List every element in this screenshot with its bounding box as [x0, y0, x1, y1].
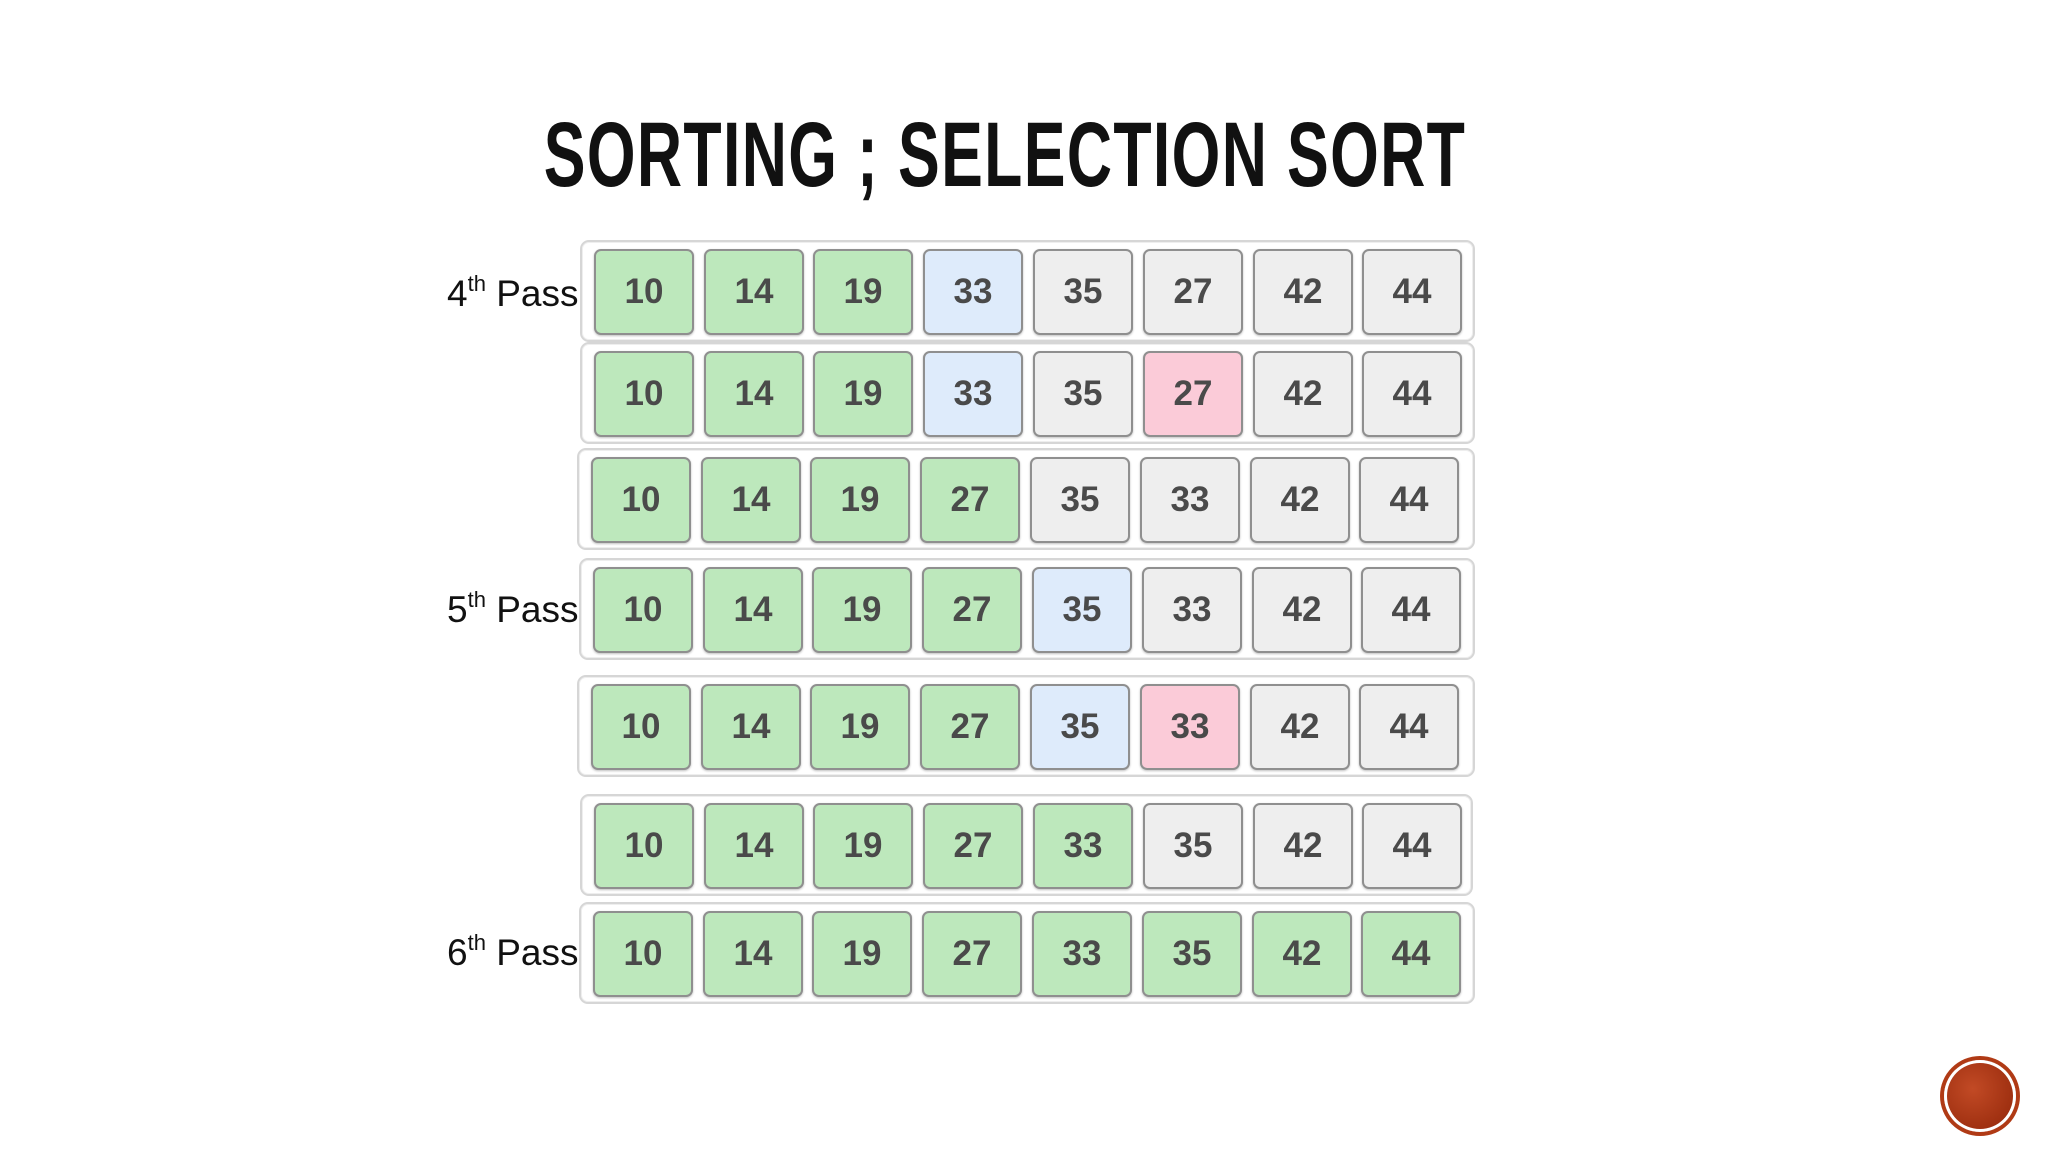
slide-logo-icon: [1944, 1060, 2016, 1132]
pass-ordinal-suffix: th: [467, 587, 486, 612]
pass-number: 4: [447, 273, 468, 314]
array-cell-sorted: 27: [922, 567, 1022, 653]
array-cell-sorted: 14: [701, 457, 801, 543]
array-cell-unsorted: 42: [1253, 803, 1353, 889]
pass-text: Pass: [485, 932, 579, 973]
array-cell-unsorted: 44: [1362, 351, 1462, 437]
array-cell-sorted: 10: [591, 684, 691, 770]
array-cell-sorted: 10: [591, 457, 691, 543]
pass-ordinal-suffix: th: [467, 930, 486, 955]
array-cell-unsorted: 35: [1143, 803, 1243, 889]
pass-label-6: 6th Pass: [447, 930, 579, 978]
slide-title: SORTING ; SELECTION SORT: [543, 104, 1467, 206]
array-cell-sorted: 10: [594, 249, 694, 335]
array-cell-unsorted: 42: [1250, 684, 1350, 770]
array-cell-unsorted: 35: [1030, 457, 1130, 543]
array-cell-current: 35: [1030, 684, 1130, 770]
pass-label-4: 4th Pass: [447, 271, 579, 319]
array-cell-sorted: 14: [704, 249, 804, 335]
array-cell-unsorted: 33: [1142, 567, 1242, 653]
array-cell-unsorted: 33: [1140, 457, 1240, 543]
array-cell-sorted: 10: [593, 567, 693, 653]
array-cell-sorted: 19: [812, 911, 912, 997]
array-cell-sorted: 27: [922, 911, 1022, 997]
pass-label-5: 5th Pass: [447, 587, 579, 635]
array-cell-unsorted: 44: [1359, 457, 1459, 543]
array-cell-sorted: 19: [810, 684, 910, 770]
array-cell-sorted: 14: [703, 567, 803, 653]
array-cell-sorted: 10: [594, 351, 694, 437]
array-cell-sorted: 19: [813, 249, 913, 335]
array-cell-current: 33: [923, 249, 1023, 335]
array-cell-minimum: 27: [1143, 351, 1243, 437]
pass-text: Pass: [485, 589, 579, 630]
array-cell-sorted: 27: [920, 684, 1020, 770]
array-cell-unsorted: 44: [1362, 249, 1462, 335]
pass-number: 6: [447, 932, 468, 973]
pass-text: Pass: [485, 273, 579, 314]
array-cell-sorted: 10: [593, 911, 693, 997]
array-cell-sorted: 14: [703, 911, 803, 997]
array-cell-sorted: 19: [813, 803, 913, 889]
array-cell-sorted: 19: [813, 351, 913, 437]
array-cell-current: 35: [1032, 567, 1132, 653]
array-cell-unsorted: 44: [1359, 684, 1459, 770]
array-cell-sorted: 33: [1032, 911, 1132, 997]
array-cell-sorted: 27: [923, 803, 1023, 889]
array-cell-sorted: 10: [594, 803, 694, 889]
array-cell-current: 33: [923, 351, 1023, 437]
array-cell-minimum: 33: [1140, 684, 1240, 770]
array-cell-unsorted: 42: [1253, 249, 1353, 335]
array-cell-unsorted: 35: [1033, 249, 1133, 335]
array-cell-unsorted: 27: [1143, 249, 1243, 335]
array-cell-unsorted: 42: [1252, 567, 1352, 653]
array-cell-sorted: 44: [1361, 911, 1461, 997]
pass-ordinal-suffix: th: [467, 271, 486, 296]
array-cell-sorted: 42: [1252, 911, 1352, 997]
array-cell-unsorted: 42: [1250, 457, 1350, 543]
array-cell-sorted: 14: [701, 684, 801, 770]
array-cell-sorted: 14: [704, 351, 804, 437]
array-cell-unsorted: 35: [1033, 351, 1133, 437]
array-cell-unsorted: 42: [1253, 351, 1353, 437]
array-cell-sorted: 27: [920, 457, 1020, 543]
array-cell-sorted: 33: [1033, 803, 1133, 889]
array-cell-unsorted: 44: [1361, 567, 1461, 653]
array-cell-sorted: 14: [704, 803, 804, 889]
array-cell-unsorted: 44: [1362, 803, 1462, 889]
pass-number: 5: [447, 589, 468, 630]
array-cell-sorted: 19: [812, 567, 912, 653]
array-cell-sorted: 19: [810, 457, 910, 543]
array-cell-sorted: 35: [1142, 911, 1242, 997]
